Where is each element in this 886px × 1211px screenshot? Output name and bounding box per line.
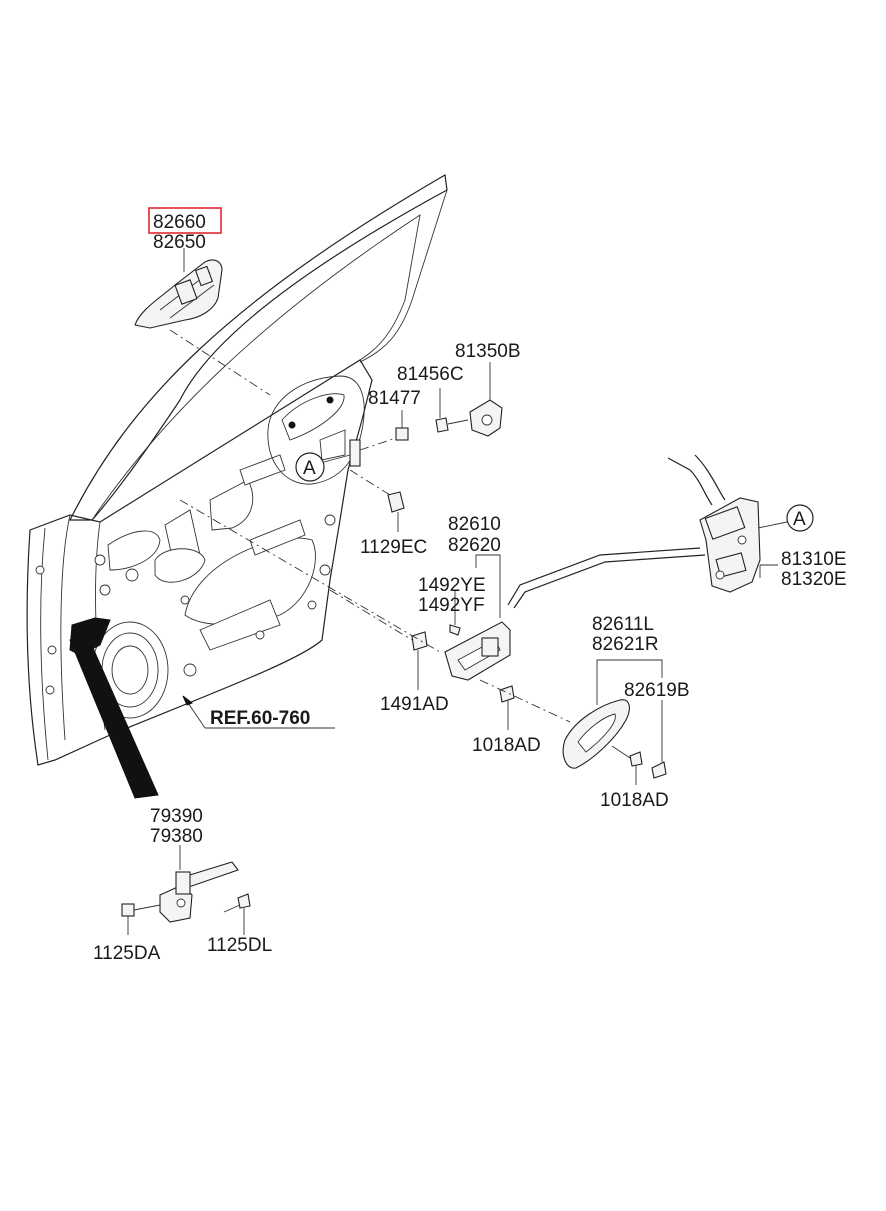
label-82611l[interactable]: 82611L (592, 614, 654, 635)
label-1125dl[interactable]: 1125DL (207, 935, 272, 956)
label-ref-60-760[interactable]: REF.60-760 (210, 708, 310, 729)
callout-a-label: A (303, 458, 316, 479)
label-81310e[interactable]: 81310E (781, 549, 847, 570)
label-1491ad[interactable]: 1491AD (380, 694, 449, 715)
part-labels: 82660 82650 81350B 81456C 81477 A 1129EC… (93, 207, 847, 964)
label-79390[interactable]: 79390 (150, 806, 203, 827)
lock-bracket-group (349, 362, 503, 532)
handle-cover (562, 659, 667, 785)
label-1492yf[interactable]: 1492YF (418, 595, 485, 616)
label-82610[interactable]: 82610 (448, 514, 501, 535)
ref-pointer (182, 695, 335, 729)
label-82650[interactable]: 82650 (153, 232, 206, 253)
outside-handle (134, 248, 271, 396)
latch-callout-a-label: A (793, 509, 806, 530)
label-1492ye[interactable]: 1492YE (418, 575, 486, 596)
door-checker (121, 845, 251, 935)
label-82660[interactable]: 82660 (153, 212, 206, 233)
callout-a-door (295, 452, 351, 482)
label-82620[interactable]: 82620 (448, 535, 501, 556)
highlight-box (148, 207, 222, 234)
label-1018ad-cover[interactable]: 1018AD (600, 790, 669, 811)
label-82619b[interactable]: 82619B (624, 680, 690, 701)
label-81477[interactable]: 81477 (368, 388, 421, 409)
inside-handle (179, 499, 571, 730)
label-81456c[interactable]: 81456C (397, 364, 464, 385)
label-1018ad-inner[interactable]: 1018AD (472, 735, 541, 756)
label-1125da[interactable]: 1125DA (93, 943, 161, 964)
label-1129ec[interactable]: 1129EC (360, 537, 427, 558)
label-79380[interactable]: 79380 (150, 826, 203, 847)
label-82621r[interactable]: 82621R (592, 634, 659, 655)
door-latch (507, 454, 814, 609)
label-81320e[interactable]: 81320E (781, 569, 847, 590)
label-81350b[interactable]: 81350B (455, 341, 521, 362)
